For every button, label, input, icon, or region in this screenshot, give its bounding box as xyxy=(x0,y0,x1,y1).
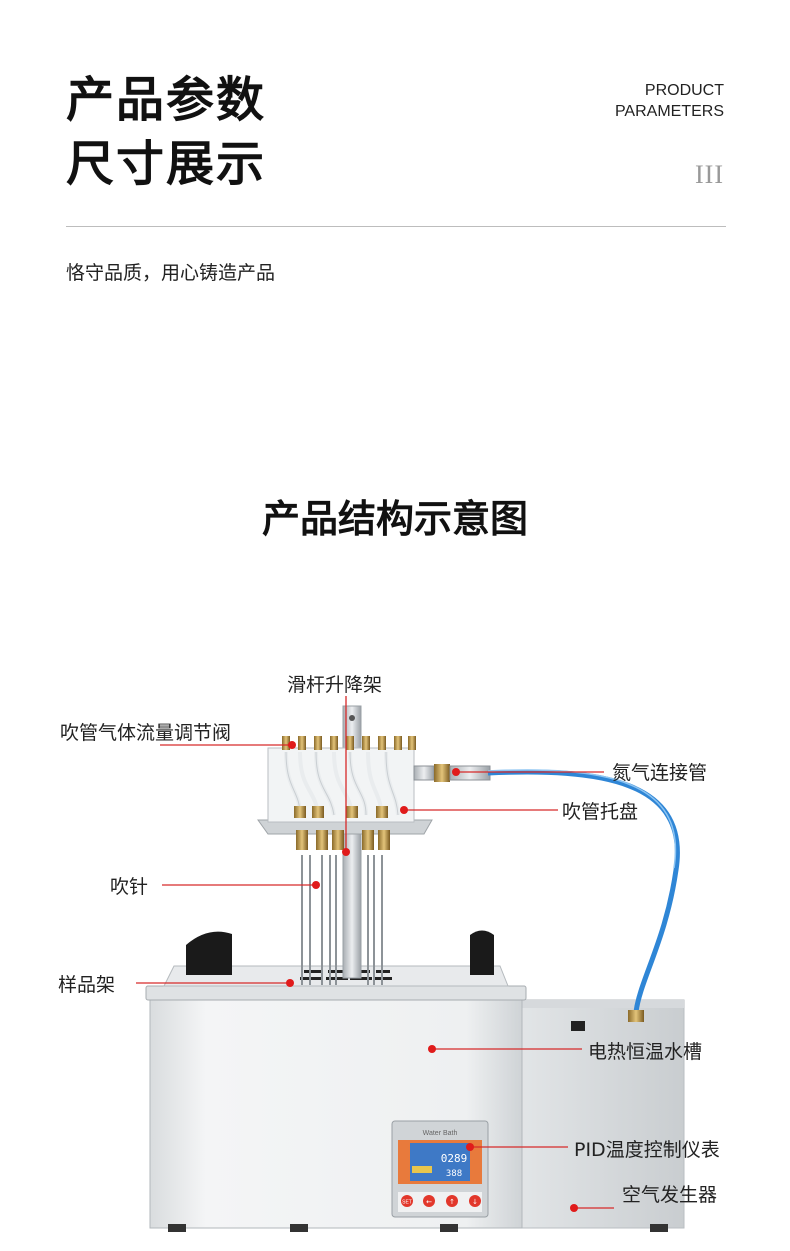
button-left: ← xyxy=(426,1198,432,1206)
label-tube-tray: 吹管托盘 xyxy=(562,801,639,823)
button-down: ↓ xyxy=(472,1198,478,1206)
slogan: 恪守品质，用心铸造产品 xyxy=(66,262,276,284)
label-slide-rod: 滑杆升降架 xyxy=(287,674,383,696)
display-reading-2: 388 xyxy=(446,1169,462,1179)
label-water-bath: 电热恒温水槽 xyxy=(588,1041,703,1063)
roman-numeral: III xyxy=(695,160,724,189)
title-line-1: 产品参数 xyxy=(66,72,267,128)
en-line-2: PARAMETERS xyxy=(614,103,724,120)
en-line-1: PRODUCT xyxy=(644,82,724,99)
label-nitrogen-pipe: 氮气连接管 xyxy=(612,762,708,784)
section-title: 产品结构示意图 xyxy=(261,497,528,541)
label-flow-valve: 吹管气体流量调节阀 xyxy=(60,722,232,744)
label-air-generator: 空气发生器 xyxy=(622,1184,718,1206)
label-needle: 吹针 xyxy=(110,876,149,898)
button-set: SET xyxy=(402,1200,412,1206)
divider xyxy=(66,226,726,227)
title-line-2: 尺寸展示 xyxy=(66,136,267,192)
label-pid: PID温度控制仪表 xyxy=(574,1139,720,1161)
panel-title: Water Bath xyxy=(423,1130,458,1137)
display-reading-1: 0289 xyxy=(441,1152,468,1165)
button-up: ↑ xyxy=(449,1198,455,1206)
label-sample-rack: 样品架 xyxy=(58,974,116,996)
